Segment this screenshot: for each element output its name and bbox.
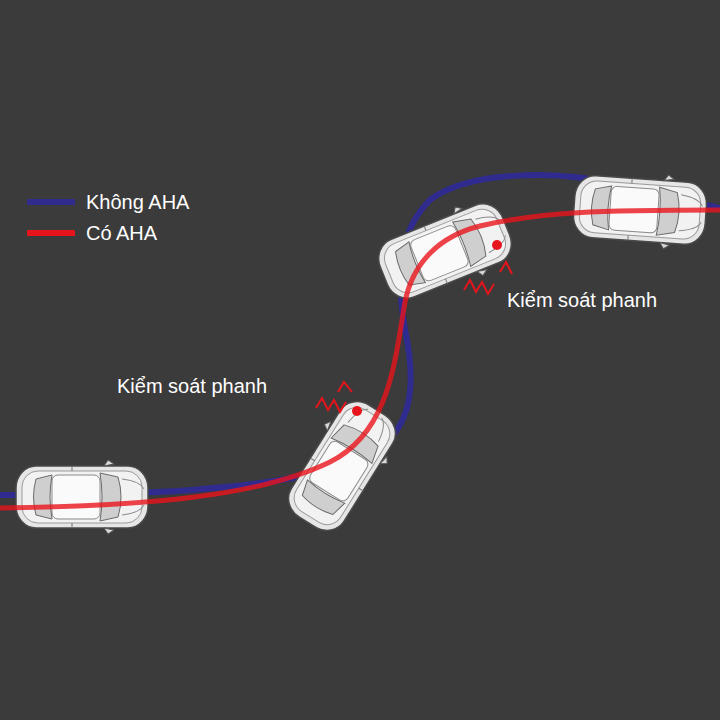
brake-control-label: Kiểm soát phanh bbox=[117, 374, 267, 398]
legend-swatch bbox=[27, 230, 75, 236]
legend-swatch bbox=[27, 199, 75, 205]
brake-control-label: Kiểm soát phanh bbox=[507, 288, 657, 312]
brake-zigzag bbox=[338, 382, 352, 392]
trajectory-with-aha bbox=[0, 210, 720, 508]
brake-zigzag bbox=[500, 262, 512, 274]
legend-text: Không AHA bbox=[86, 190, 189, 214]
brake-zigzag bbox=[316, 398, 346, 412]
brake-dot bbox=[352, 406, 362, 416]
legend-text: Có AHA bbox=[86, 221, 157, 245]
brake-zigzag bbox=[464, 280, 494, 294]
brake-dot bbox=[492, 240, 502, 250]
